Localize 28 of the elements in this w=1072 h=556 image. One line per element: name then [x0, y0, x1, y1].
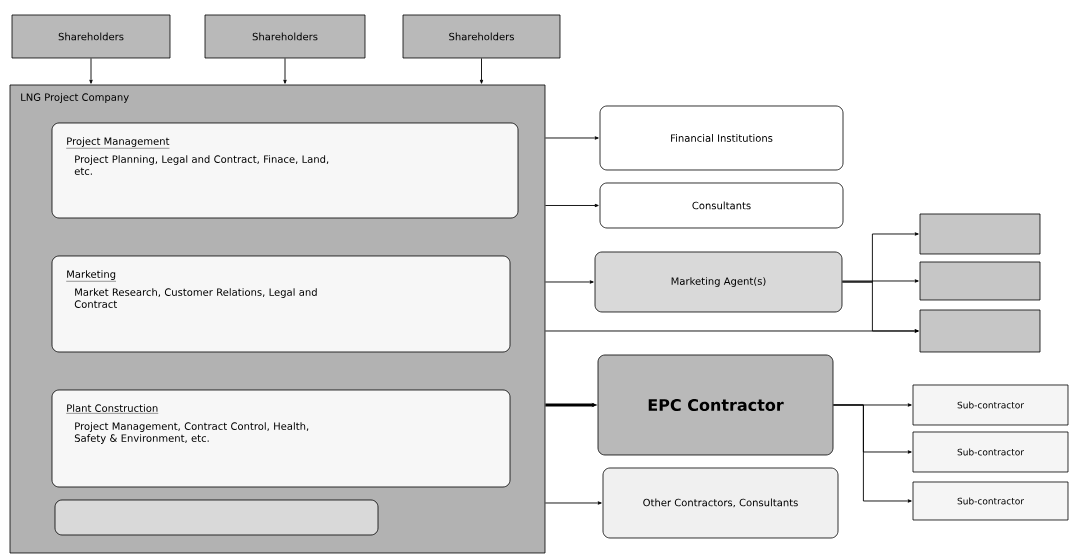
- subcontractor-box: Sub-contractor: [912, 431, 1069, 473]
- buyer-box: [919, 213, 1041, 255]
- buyer-box: [919, 261, 1041, 301]
- buyer-box: [919, 309, 1041, 353]
- arrow: [841, 279, 919, 283]
- contractor-box: EPC Contractor: [597, 354, 834, 456]
- shareholder-box: Shareholders: [11, 14, 171, 59]
- party-box: Consultants: [599, 182, 844, 229]
- arrow: [544, 329, 919, 333]
- subcontractor-box: Sub-contractor: [912, 481, 1069, 521]
- contractor-box: Other Contractors, Consultants: [602, 467, 839, 539]
- department-box: Project Management Project Planning, Legal and Contract, Finace, Land, etc.: [51, 122, 519, 219]
- agent-box: Marketing Agent(s): [594, 251, 843, 313]
- department-box: Marketing Market Research, Customer Relations, Legal and Contract: [51, 255, 511, 353]
- arrow: [544, 280, 594, 284]
- arrow: [89, 57, 93, 84]
- subcontractor-box: Sub-contractor: [912, 384, 1069, 426]
- party-box: Financial Institutions: [599, 105, 844, 171]
- shareholder-box: Shareholders: [204, 14, 366, 59]
- arrow: [544, 136, 599, 140]
- department-box: [54, 499, 379, 536]
- arrow: [479, 57, 484, 84]
- arrow: [544, 501, 602, 505]
- arrow: [283, 57, 287, 84]
- shareholder-box: Shareholders: [402, 14, 561, 59]
- arrow: [832, 404, 912, 503]
- arrow: [544, 203, 599, 208]
- department-box: Plant Construction Project Management, Contract Control, Health, Safety & Environment, etc.: [51, 389, 511, 488]
